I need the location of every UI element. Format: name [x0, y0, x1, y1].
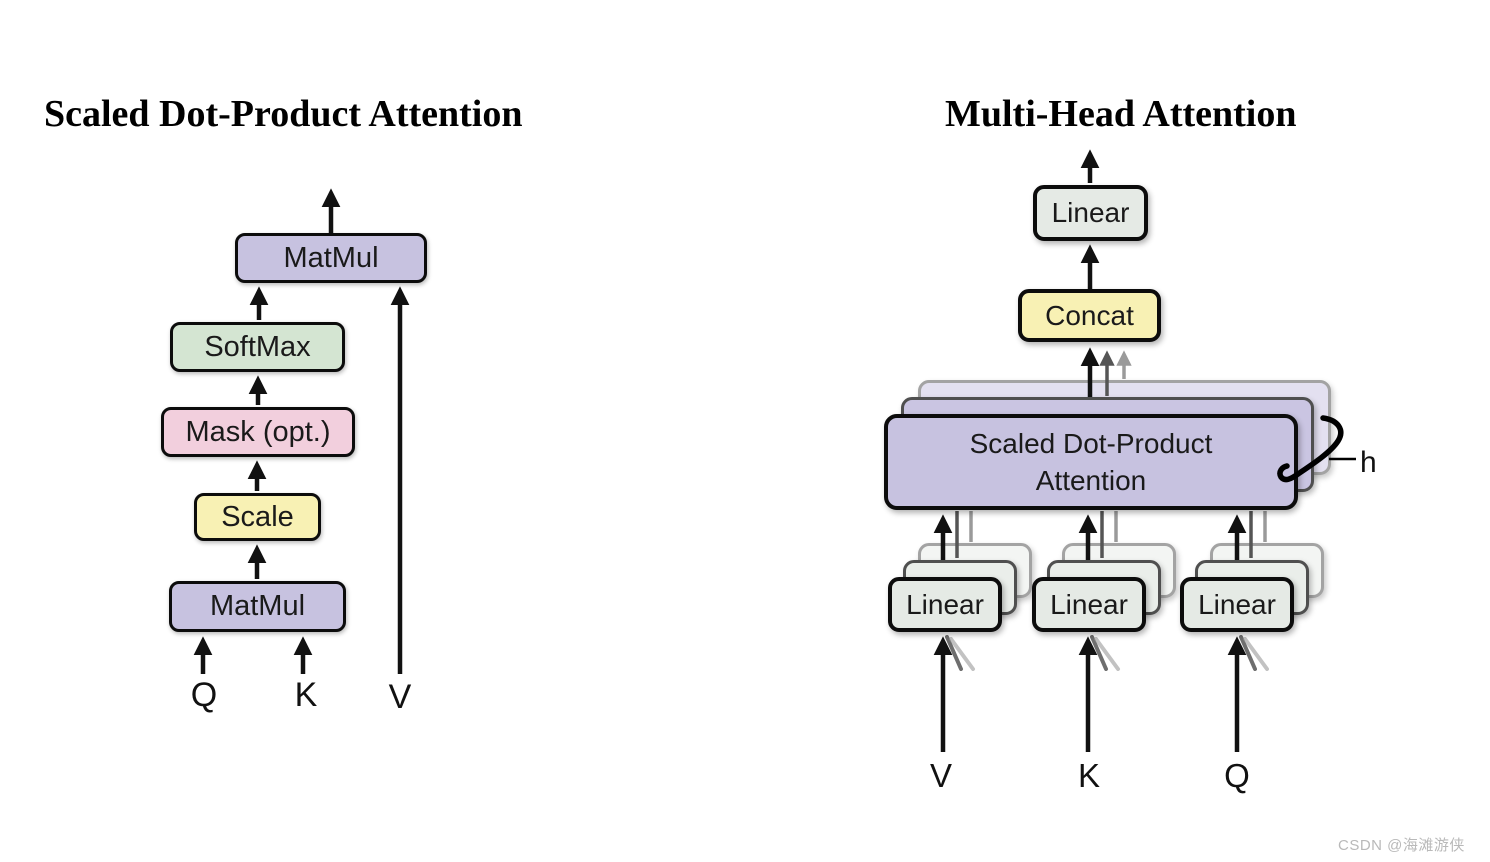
node-linear-v-label: Linear	[906, 588, 984, 620]
node-mask: Mask (opt.)	[161, 407, 355, 457]
input-label-v-right: V	[929, 757, 953, 794]
node-linear-k-label: Linear	[1050, 588, 1128, 620]
node-concat: Concat	[1018, 289, 1161, 342]
left-diagram-title: Scaled Dot-Product Attention	[44, 93, 523, 135]
node-mask-label: Mask (opt.)	[185, 415, 331, 448]
heads-count-label: h	[1360, 446, 1377, 479]
node-sdpa: Scaled Dot-Product Attention	[884, 414, 1298, 510]
node-matmul-bottom-label: MatMul	[209, 590, 306, 622]
node-matmul-top: MatMul	[235, 233, 427, 283]
ghost-input-wedges-light	[949, 637, 1269, 671]
node-softmax: SoftMax	[170, 322, 345, 372]
node-softmax-label: SoftMax	[204, 330, 311, 363]
node-matmul-bottom: MatMul	[169, 581, 346, 632]
node-linear-out-label: Linear	[1051, 197, 1130, 228]
input-label-q: Q	[190, 676, 218, 714]
node-linear-v: Linear	[888, 577, 1002, 632]
node-linear-out: Linear	[1033, 185, 1148, 241]
input-label-k: K	[294, 676, 318, 714]
input-label-v: V	[388, 678, 412, 716]
node-sdpa-label: Scaled Dot-Product Attention	[969, 428, 1213, 496]
watermark-text: CSDN @海滩游侠	[1338, 837, 1465, 854]
node-scale: Scale	[194, 493, 321, 541]
input-label-q-right: Q	[1224, 757, 1250, 794]
node-linear-k: Linear	[1032, 577, 1146, 632]
right-diagram-title: Multi-Head Attention	[945, 93, 1297, 135]
input-label-k-right: K	[1077, 757, 1101, 794]
node-linear-q-label: Linear	[1198, 588, 1276, 620]
node-scale-label: Scale	[221, 500, 294, 533]
node-matmul-top-label: MatMul	[283, 241, 379, 274]
ghost-input-wedges-dark	[945, 635, 1257, 671]
node-linear-q: Linear	[1180, 577, 1294, 632]
node-concat-label: Concat	[1045, 299, 1134, 331]
